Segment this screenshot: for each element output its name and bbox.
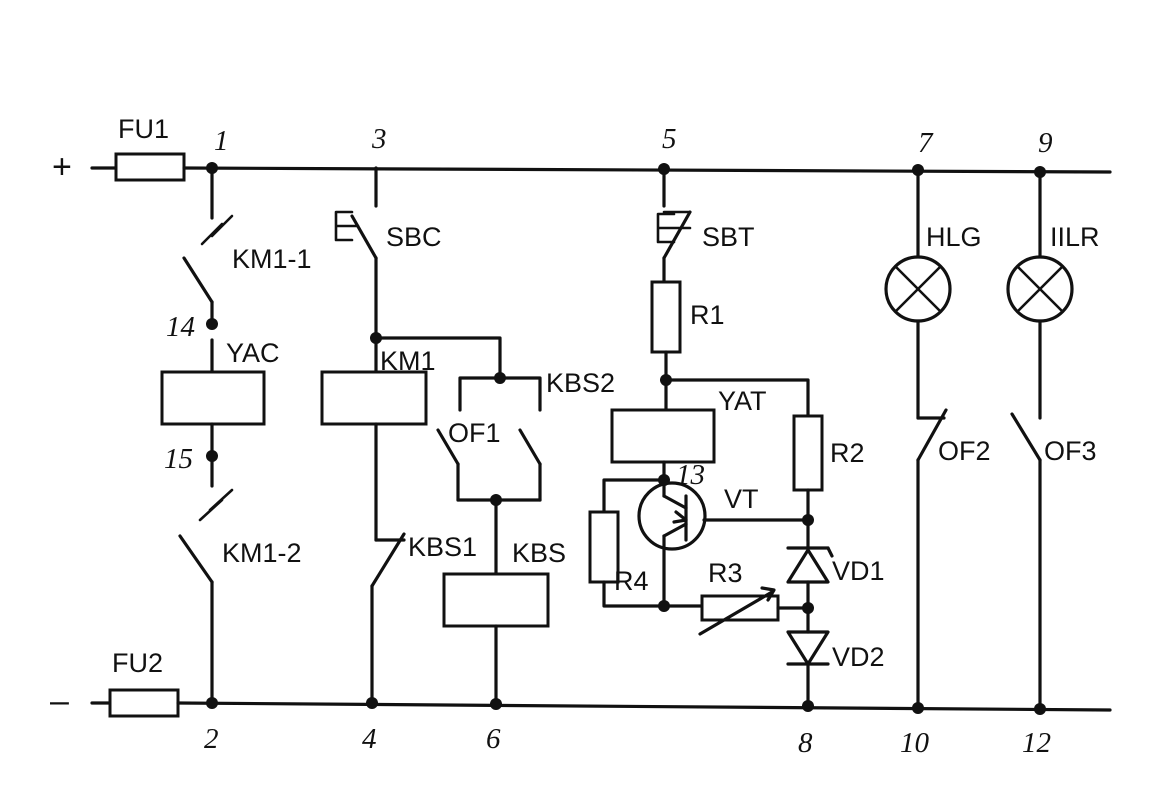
- node-6: 6: [486, 723, 501, 755]
- negative-bus: [90, 688, 1112, 718]
- node-4: 4: [362, 723, 377, 755]
- pushbutton-sbc-actuator: [334, 210, 360, 242]
- resistor-r1: [650, 280, 682, 354]
- node-8: 8: [798, 727, 813, 759]
- label-fu1: FU1: [118, 114, 169, 144]
- branch-closing-coil: [160, 166, 266, 705]
- positive-bus: [90, 152, 1112, 182]
- node-13: 13: [676, 459, 705, 491]
- coil-yat: [610, 408, 716, 464]
- label-fu2: FU2: [112, 648, 163, 678]
- label-km1: KM1: [380, 346, 436, 376]
- branch-red-lamp: [1006, 170, 1074, 711]
- label-r2: R2: [830, 438, 865, 468]
- label-kbs: KBS: [512, 538, 566, 568]
- transistor-vt: [637, 481, 707, 551]
- label-km1-2: KM1-2: [222, 538, 302, 568]
- node-14: 14: [166, 311, 195, 343]
- label-yat: YAT: [718, 386, 767, 416]
- label-sbc: SBC: [386, 222, 442, 252]
- node-numbers: 1 3 5 7 9 14 15 13 2 4 6 8 10 12: [164, 123, 1053, 759]
- label-yac: YAC: [226, 338, 280, 368]
- label-of3: OF3: [1044, 436, 1097, 466]
- coil-km1: [320, 370, 428, 426]
- branch-close-control: [320, 166, 502, 705]
- contact-arrow-km1-2: [198, 488, 234, 522]
- label-r3: R3: [708, 558, 743, 588]
- contact-of2: [916, 408, 948, 462]
- node-12: 12: [1022, 727, 1051, 759]
- branch-green-lamp: [884, 168, 952, 710]
- node-15: 15: [164, 443, 193, 475]
- contact-sbc: [350, 214, 378, 260]
- label-hlg: HLG: [926, 222, 982, 252]
- node-1: 1: [214, 125, 229, 157]
- node-7: 7: [918, 127, 934, 159]
- plus-sign: +: [52, 148, 72, 186]
- node-2: 2: [204, 723, 219, 755]
- potentiometer-arrow: [698, 590, 774, 636]
- transistor-arrow: [672, 510, 688, 524]
- label-r1: R1: [690, 300, 725, 330]
- contact-arrow-km1-1: [200, 214, 234, 246]
- fuse-fu1: [114, 152, 186, 182]
- junctions: [206, 162, 1046, 715]
- label-km1-1: KM1-1: [232, 244, 312, 274]
- node-5: 5: [662, 123, 677, 155]
- label-vd2: VD2: [832, 642, 885, 672]
- label-sbt: SBT: [702, 222, 755, 252]
- label-vd1: VD1: [832, 556, 885, 586]
- contact-km1-1: [182, 256, 214, 304]
- coil-kbs: [442, 572, 550, 628]
- branch-trip-control: [588, 166, 834, 708]
- label-kbs2: KBS2: [546, 368, 615, 398]
- label-vt: VT: [724, 484, 759, 514]
- node-10: 10: [900, 727, 930, 759]
- contact-kbs1: [370, 532, 406, 588]
- contact-km1-2: [178, 534, 214, 584]
- diode-vd1: [786, 548, 830, 584]
- label-hlr: IILR: [1050, 222, 1100, 252]
- fuse-fu2: [108, 688, 180, 718]
- label-of1: OF1: [448, 418, 501, 448]
- diode-vd2: [786, 630, 830, 666]
- contact-of3: [1010, 412, 1042, 462]
- node-3: 3: [371, 123, 387, 155]
- coil-yac: [160, 370, 266, 426]
- label-of2: OF2: [938, 436, 991, 466]
- contact-of1: [518, 428, 542, 466]
- label-r4: R4: [614, 566, 649, 596]
- node-9: 9: [1038, 127, 1053, 159]
- label-kbs1: KBS1: [408, 532, 477, 562]
- component-labels: FU1 FU2 KM1-1 KM1-2 YAC SBC KM1 KBS2 OF1…: [112, 114, 1100, 678]
- contact-sbt: [662, 210, 692, 260]
- minus-sign: –: [50, 682, 69, 720]
- resistor-r2: [792, 414, 824, 492]
- pushbutton-sbt-actuator: [656, 212, 692, 244]
